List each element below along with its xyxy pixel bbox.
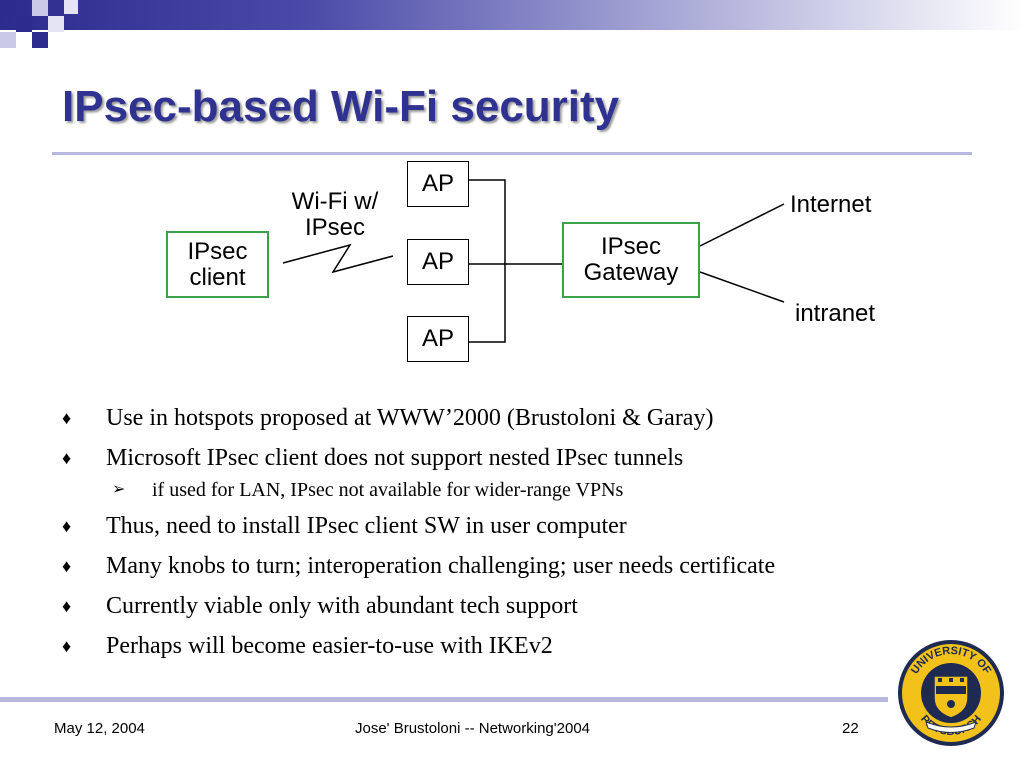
footer-presenter: Jose' Brustoloni -- Networking'2004 <box>355 720 591 737</box>
diamond-bullet-icon: ♦ <box>62 516 72 536</box>
footer-date: May 12, 2004 <box>54 720 145 737</box>
slide-title: IPsec-based Wi-Fi security <box>62 82 620 131</box>
ap-box-1: AP <box>407 161 469 207</box>
bullet-item: ♦Currently viable only with abundant tec… <box>60 590 940 622</box>
header-gradient-bar <box>0 0 1024 30</box>
intranet-label: intranet <box>795 300 876 327</box>
bullet-item: ♦Use in hotspots proposed at WWW’2000 (B… <box>60 402 940 434</box>
arrow-bullet-icon: ➢ <box>112 481 126 498</box>
diamond-bullet-icon: ♦ <box>62 448 72 468</box>
diagram-connections <box>282 179 785 343</box>
diamond-bullet-icon: ♦ <box>62 556 72 576</box>
bullet-item: ♦Perhaps will become easier-to-use with … <box>60 630 940 662</box>
ipsec-client-box: IPsec client <box>166 231 269 298</box>
wifi-ipsec-label: Wi-Fi w/ IPsec <box>291 188 379 241</box>
university-seal-logo: UNIVERSITY OF PITTSBURGH <box>898 640 1004 746</box>
bullet-item: ♦Thus, need to install IPsec client SW i… <box>60 510 940 542</box>
diamond-bullet-icon: ♦ <box>62 636 72 656</box>
footer-divider <box>0 697 888 702</box>
bullet-list: ♦Use in hotspots proposed at WWW’2000 (B… <box>60 402 940 670</box>
ipsec-gateway-box: IPsec Gateway <box>562 222 700 298</box>
bullet-item: ♦Microsoft IPsec client does not support… <box>60 442 940 474</box>
bullet-item: ♦Many knobs to turn; interoperation chal… <box>60 550 940 582</box>
page-number: 22 <box>842 720 859 737</box>
diamond-bullet-icon: ♦ <box>62 596 72 616</box>
sub-bullet-item: ➢if used for LAN, IPsec not available fo… <box>60 476 940 504</box>
diamond-bullet-icon: ♦ <box>62 408 72 428</box>
ap-box-3: AP <box>407 316 469 362</box>
ap-box-2: AP <box>407 239 469 285</box>
title-divider <box>52 152 972 155</box>
internet-label: Internet <box>790 191 872 218</box>
